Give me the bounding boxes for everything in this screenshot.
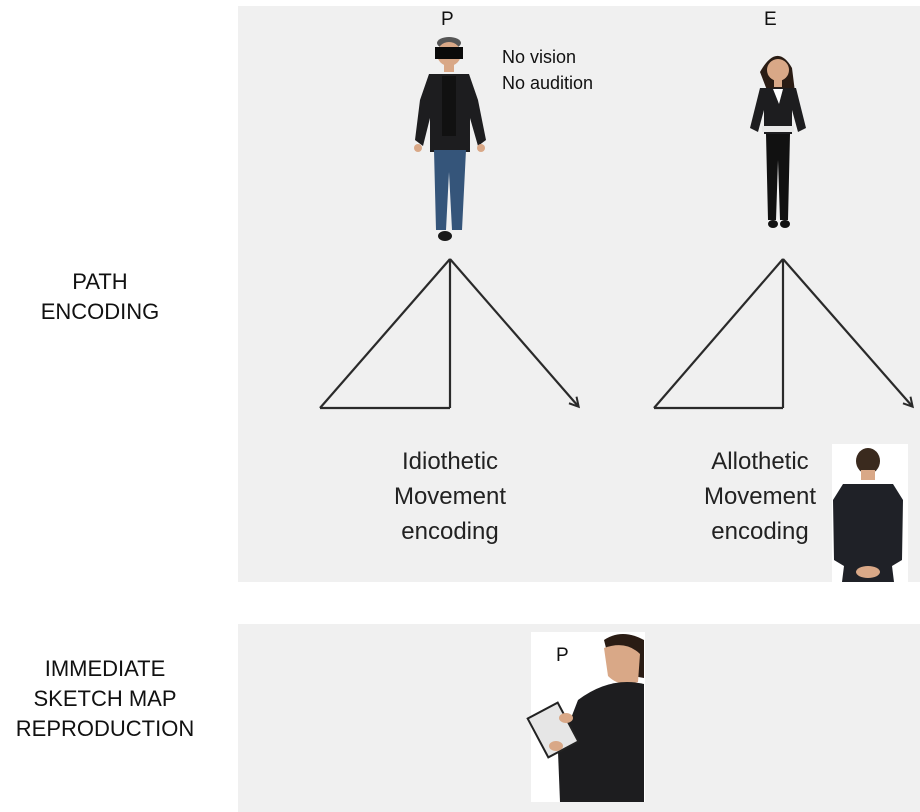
allothetic-caption: Allothetic Movement encoding — [703, 448, 817, 545]
sketch-map-label: IMMEDIATE SKETCH MAP REPRODUCTION — [15, 656, 195, 741]
participant-condition-note: No vision No audition — [502, 47, 594, 93]
experimenter-walking-figure — [750, 55, 806, 228]
participant-sketching-figure — [526, 632, 645, 802]
allothetic-path-diagram — [653, 258, 912, 410]
path-encoding-panel — [238, 6, 920, 582]
participant-walking-figure — [414, 37, 486, 241]
observer-figure-back-view — [832, 444, 908, 584]
path-encoding-label: PATH ENCODING — [40, 269, 160, 324]
idiothetic-caption: Idiothetic Movement encoding — [393, 448, 507, 545]
idiothetic-path-diagram — [319, 258, 578, 410]
participant-letter-bottom: P — [556, 645, 569, 666]
experimenter-letter: E — [764, 9, 777, 30]
participant-letter-top: P — [441, 9, 454, 30]
